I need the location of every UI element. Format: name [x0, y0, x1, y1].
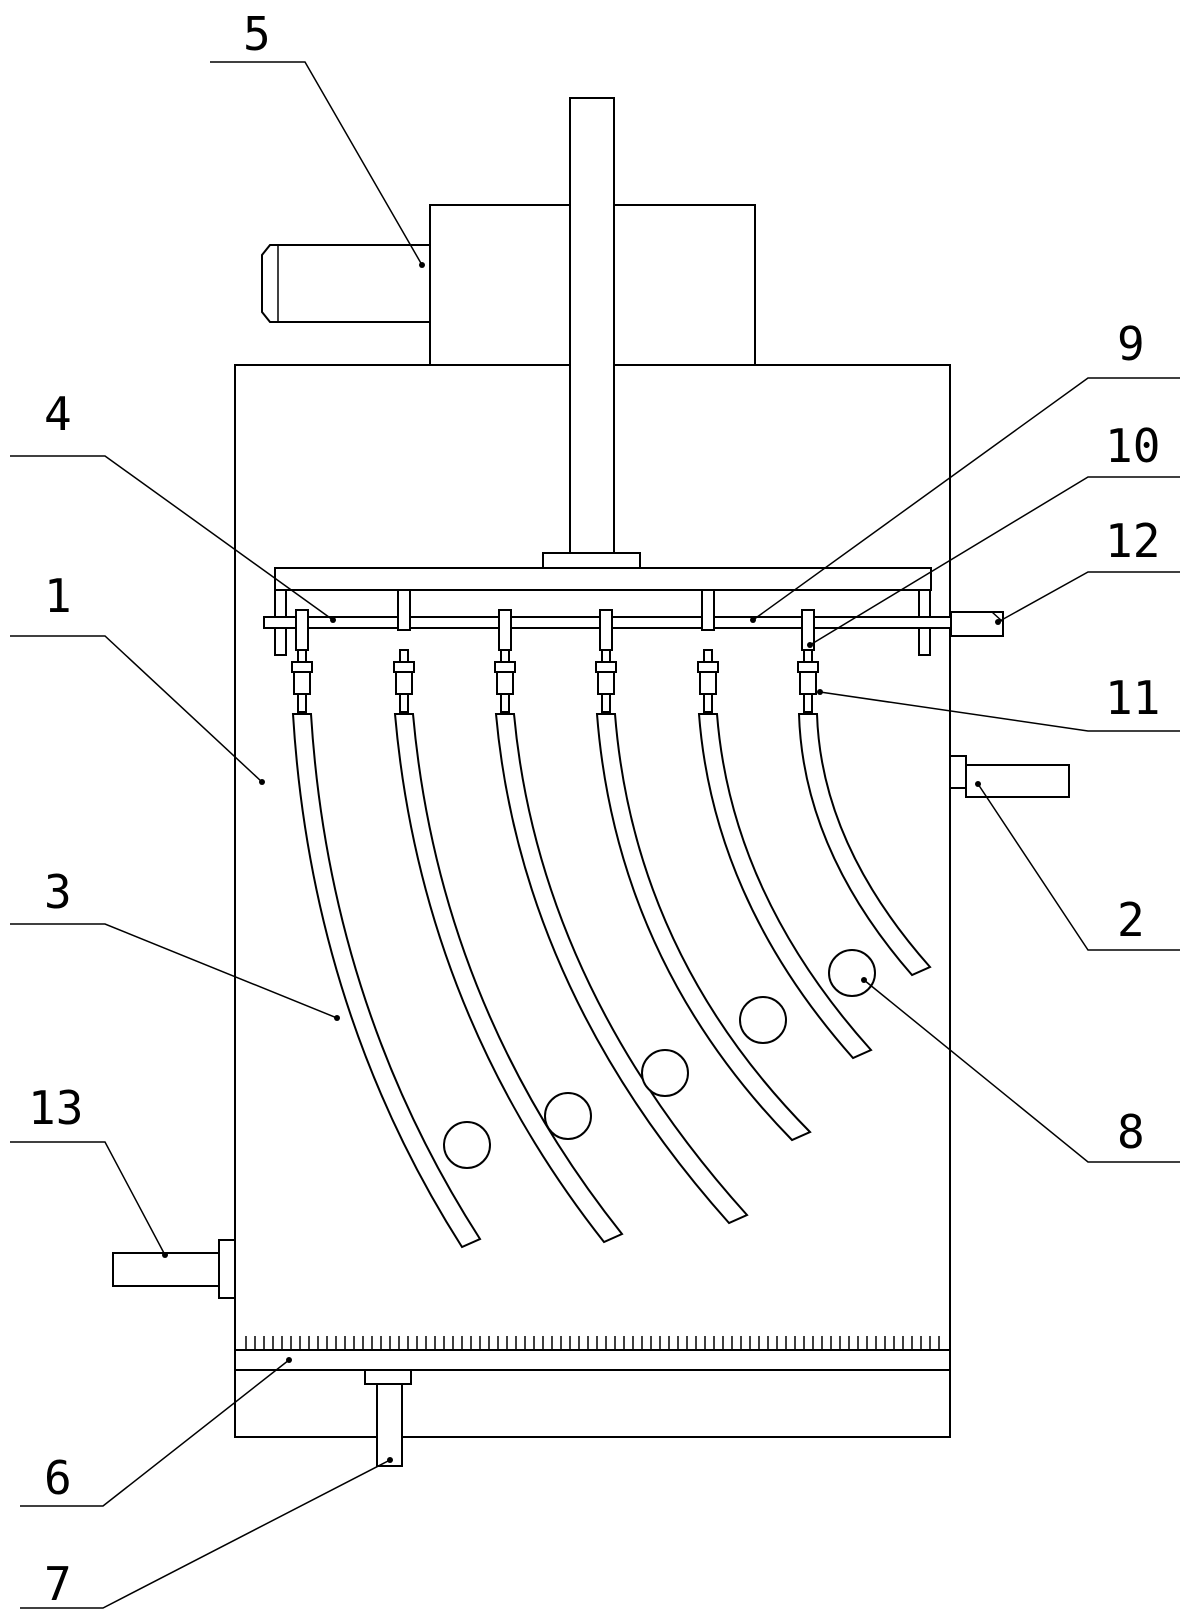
arc-pipe-group — [291, 713, 932, 1249]
label-11: 11 — [1105, 671, 1160, 725]
arc-pipe-4 — [595, 713, 812, 1142]
inlet-flange — [949, 755, 967, 789]
rod-outlet-pipe — [950, 611, 1004, 637]
label-9: 9 — [1117, 317, 1145, 371]
hanger-4 — [595, 609, 617, 713]
label-12: 12 — [1105, 514, 1160, 568]
hole-2 — [544, 1092, 592, 1140]
hole-1 — [443, 1121, 491, 1169]
label-4: 4 — [44, 387, 72, 441]
hanger-2 — [393, 589, 415, 713]
hanger-6 — [797, 609, 819, 713]
label-5: 5 — [243, 7, 271, 61]
outlet-flange — [218, 1239, 236, 1299]
arc-pipe-6 — [797, 713, 932, 977]
leader-lines — [10, 61, 1180, 1609]
hanger-3 — [494, 609, 516, 713]
hole-4 — [739, 996, 787, 1044]
drive-shaft — [569, 97, 615, 557]
hole-group — [443, 949, 876, 1169]
drain-flange — [364, 1369, 412, 1385]
hole-3 — [641, 1049, 689, 1097]
arc-pipe-1 — [291, 713, 482, 1249]
arc-pipe-2 — [393, 713, 624, 1244]
arc-pipe-3 — [494, 713, 749, 1225]
label-3: 3 — [44, 865, 72, 919]
hole-5 — [828, 949, 876, 997]
inlet-pipe — [965, 764, 1070, 798]
label-13: 13 — [28, 1081, 83, 1135]
screen-teeth — [245, 1336, 940, 1350]
label-6: 6 — [44, 1451, 72, 1505]
label-7: 7 — [44, 1557, 72, 1611]
outlet-pipe — [112, 1252, 220, 1287]
hanger-5 — [697, 589, 719, 713]
label-8: 8 — [1117, 1105, 1145, 1159]
motor-assembly — [261, 204, 756, 366]
frame-plate — [274, 567, 932, 591]
label-10: 10 — [1105, 419, 1160, 473]
label-group: 5 4 1 3 13 6 7 9 10 12 11 2 8 — [28, 7, 1160, 1611]
arc-pipe-5 — [697, 713, 873, 1060]
drain-pipe — [376, 1383, 403, 1467]
label-2: 2 — [1117, 893, 1145, 947]
motor-body — [261, 244, 431, 323]
hanger-group — [291, 589, 819, 713]
label-1: 1 — [44, 569, 72, 623]
shaft-flange — [542, 552, 641, 570]
hanger-1 — [291, 609, 313, 713]
